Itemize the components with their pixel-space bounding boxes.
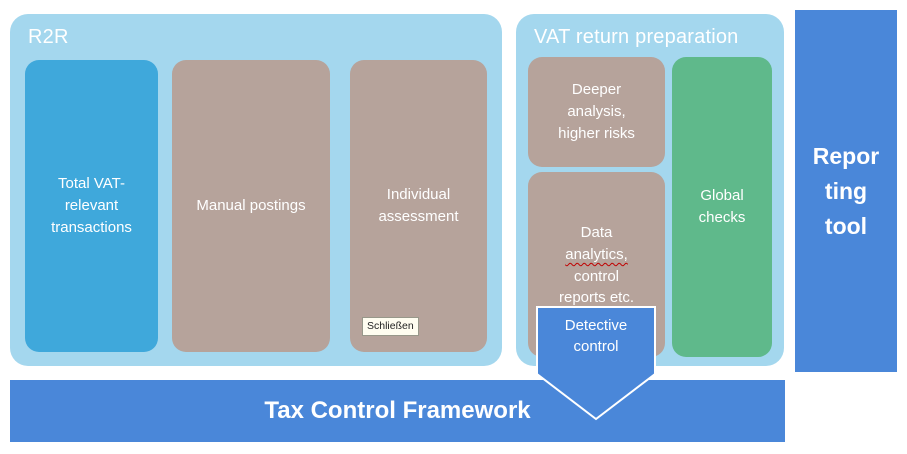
r2r-title: R2R xyxy=(28,26,69,48)
manual-postings-label: Manual postings xyxy=(196,197,306,215)
total-vat-transactions-box: Total VAT-relevant transactions xyxy=(25,60,158,352)
deeper-analysis-label: Deeper analysis, higher risks xyxy=(558,81,635,142)
individual-assessment-box: Individual assessment Schließen xyxy=(350,60,487,352)
r2r-container: R2R Total VAT-relevant transactions Manu… xyxy=(10,14,502,366)
close-button[interactable]: Schließen xyxy=(362,317,419,336)
detective-control-arrow: Detective control xyxy=(536,306,656,421)
manual-postings-box: Manual postings xyxy=(172,60,330,352)
reporting-tool-line: Repor xyxy=(812,142,880,169)
reporting-tool-line: tool xyxy=(824,212,868,239)
data-analytics-segment-misspelled: reports etc. xyxy=(558,289,635,307)
detective-control-label: Detective control xyxy=(564,317,628,355)
total-vat-transactions-label: Total VAT-relevant transactions xyxy=(51,175,132,236)
data-analytics-segment-misspelled: analytics, xyxy=(565,245,628,263)
data-analytics-segment: Data xyxy=(580,224,613,241)
tax-control-framework-bar: Tax Control Framework xyxy=(10,380,785,442)
reporting-tool-box: Repor ting tool xyxy=(795,10,897,372)
individual-assessment-label: Individual assessment xyxy=(378,186,459,225)
global-checks-box: Global checks xyxy=(672,57,772,357)
tax-control-framework-label: Tax Control Framework xyxy=(264,397,531,424)
deeper-analysis-box: Deeper analysis, higher risks xyxy=(528,57,665,167)
data-analytics-segment: control xyxy=(573,267,620,285)
vat-return-preparation-title: VAT return preparation xyxy=(534,26,739,48)
global-checks-label: Global checks xyxy=(698,187,746,226)
reporting-tool-line: ting xyxy=(824,177,868,204)
data-analytics-label: Data analytics, control reports etc. xyxy=(552,222,642,309)
down-arrow-shape-icon xyxy=(536,306,656,421)
